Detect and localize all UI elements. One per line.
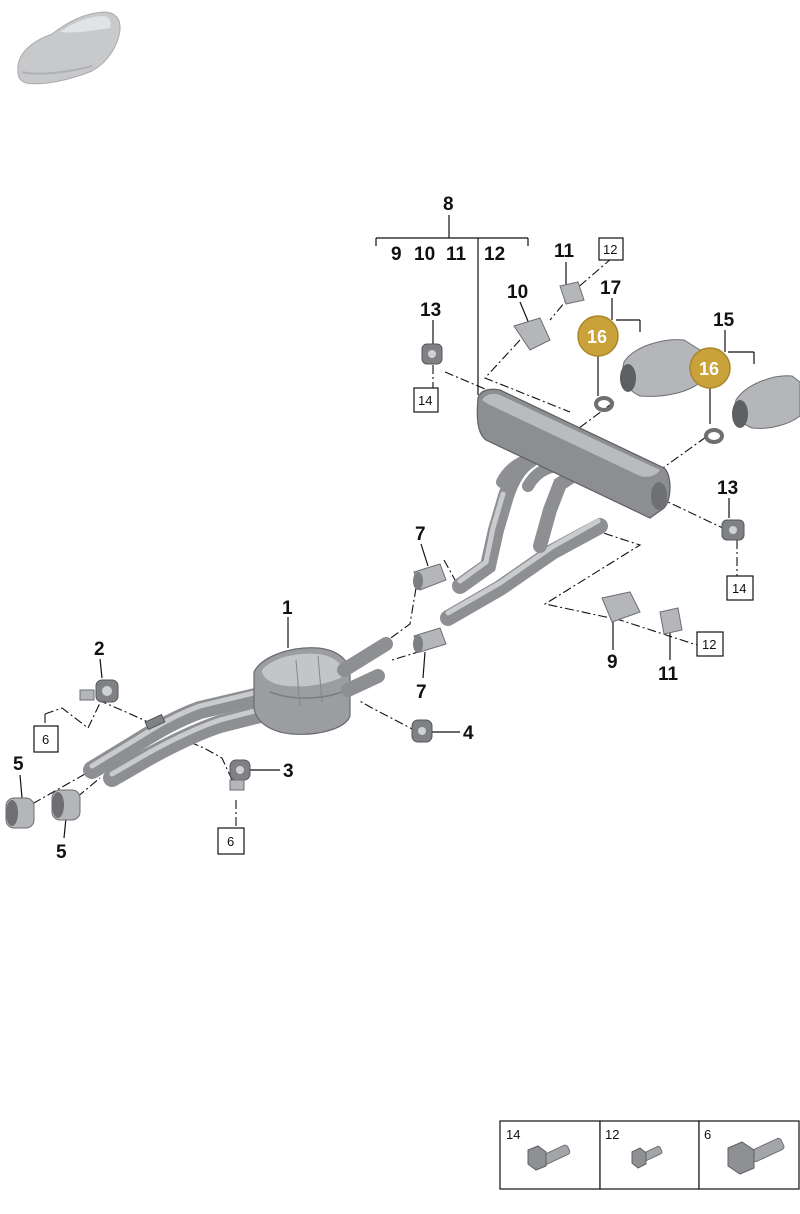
hanger-13-top <box>421 343 443 365</box>
center-muffler <box>253 647 351 735</box>
callout-15: 15 <box>713 310 735 331</box>
clamp-5-right <box>51 789 81 821</box>
svg-text:14: 14 <box>732 581 746 596</box>
callout-7-bottom: 7 <box>416 682 427 703</box>
clamp-16a <box>594 396 614 412</box>
legend-label-6: 6 <box>704 1127 711 1142</box>
callout-11-group: 11 <box>446 244 467 265</box>
bracket-10 <box>513 317 551 351</box>
callout-5-bottom: 5 <box>56 842 67 863</box>
clamp-7-bottom <box>413 627 447 653</box>
leader-lines <box>19 215 755 839</box>
bracket-9 <box>601 591 641 623</box>
mid-pipes <box>337 450 608 697</box>
svg-text:12: 12 <box>702 637 716 652</box>
callout-10-group: 10 <box>414 244 435 265</box>
legend-label-12: 12 <box>605 1127 619 1142</box>
callout-5-top: 5 <box>13 754 24 775</box>
callout-11-top: 11 <box>554 241 575 262</box>
callout-10: 10 <box>507 282 528 303</box>
bracket-11-top <box>559 281 585 305</box>
svg-text:14: 14 <box>418 393 432 408</box>
svg-text:16: 16 <box>699 359 719 379</box>
callout-17: 17 <box>600 278 621 299</box>
boxed-ref-14-right: 14 <box>726 575 754 601</box>
hanger-2 <box>79 679 119 703</box>
svg-text:6: 6 <box>227 834 234 849</box>
boxed-ref-6-bottom: 6 <box>217 827 245 855</box>
callout-12-group: 12 <box>484 244 505 265</box>
hex-bolt-large-icon <box>727 1137 785 1175</box>
hanger-4 <box>411 719 433 743</box>
svg-text:16: 16 <box>587 327 607 347</box>
tailpipe-left <box>620 339 701 397</box>
callout-7-top: 7 <box>415 524 426 545</box>
bracket-11-bottom <box>659 607 683 635</box>
hex-bolt-medium-icon <box>527 1144 571 1171</box>
callout-13-top: 13 <box>420 300 441 321</box>
hanger-13-right <box>721 519 745 541</box>
clamp-7-top <box>413 563 447 591</box>
legend-label-14: 14 <box>506 1127 520 1142</box>
hex-bolt-small-icon <box>631 1145 663 1169</box>
callout-13-right: 13 <box>717 478 738 499</box>
callout-9-group: 9 <box>391 244 402 265</box>
callout-1: 1 <box>282 598 293 619</box>
callout-9-bottom: 9 <box>607 652 618 673</box>
highlight-16-right: 16 <box>689 347 731 389</box>
hanger-3 <box>229 759 251 791</box>
highlight-16-left: 16 <box>577 315 619 357</box>
front-pipes <box>83 687 277 787</box>
boxed-references: 12 14 14 12 6 6 <box>33 237 754 855</box>
exhaust-parts <box>5 281 800 829</box>
boxed-ref-12-bottom: 12 <box>696 631 724 657</box>
bolt-legend-table: 14 12 6 <box>499 1120 800 1190</box>
clamp-16b <box>704 428 724 444</box>
svg-text:12: 12 <box>603 242 617 257</box>
callout-11-bottom: 11 <box>658 664 679 685</box>
svg-text:6: 6 <box>42 732 49 747</box>
callout-labels: 8 9 10 11 12 11 10 13 17 15 13 7 1 2 7 4… <box>13 194 738 863</box>
callout-2: 2 <box>94 639 105 660</box>
car-silhouette-icon <box>17 11 121 85</box>
callout-8: 8 <box>443 194 454 215</box>
callout-4: 4 <box>463 723 474 744</box>
tailpipe-right <box>732 375 800 429</box>
boxed-ref-6-left: 6 <box>33 725 59 753</box>
clamp-5-left <box>5 797 35 829</box>
callout-3: 3 <box>283 761 294 782</box>
rear-muffler <box>476 388 671 519</box>
boxed-ref-14-left: 14 <box>413 387 439 413</box>
boxed-ref-12-top: 12 <box>598 237 624 261</box>
